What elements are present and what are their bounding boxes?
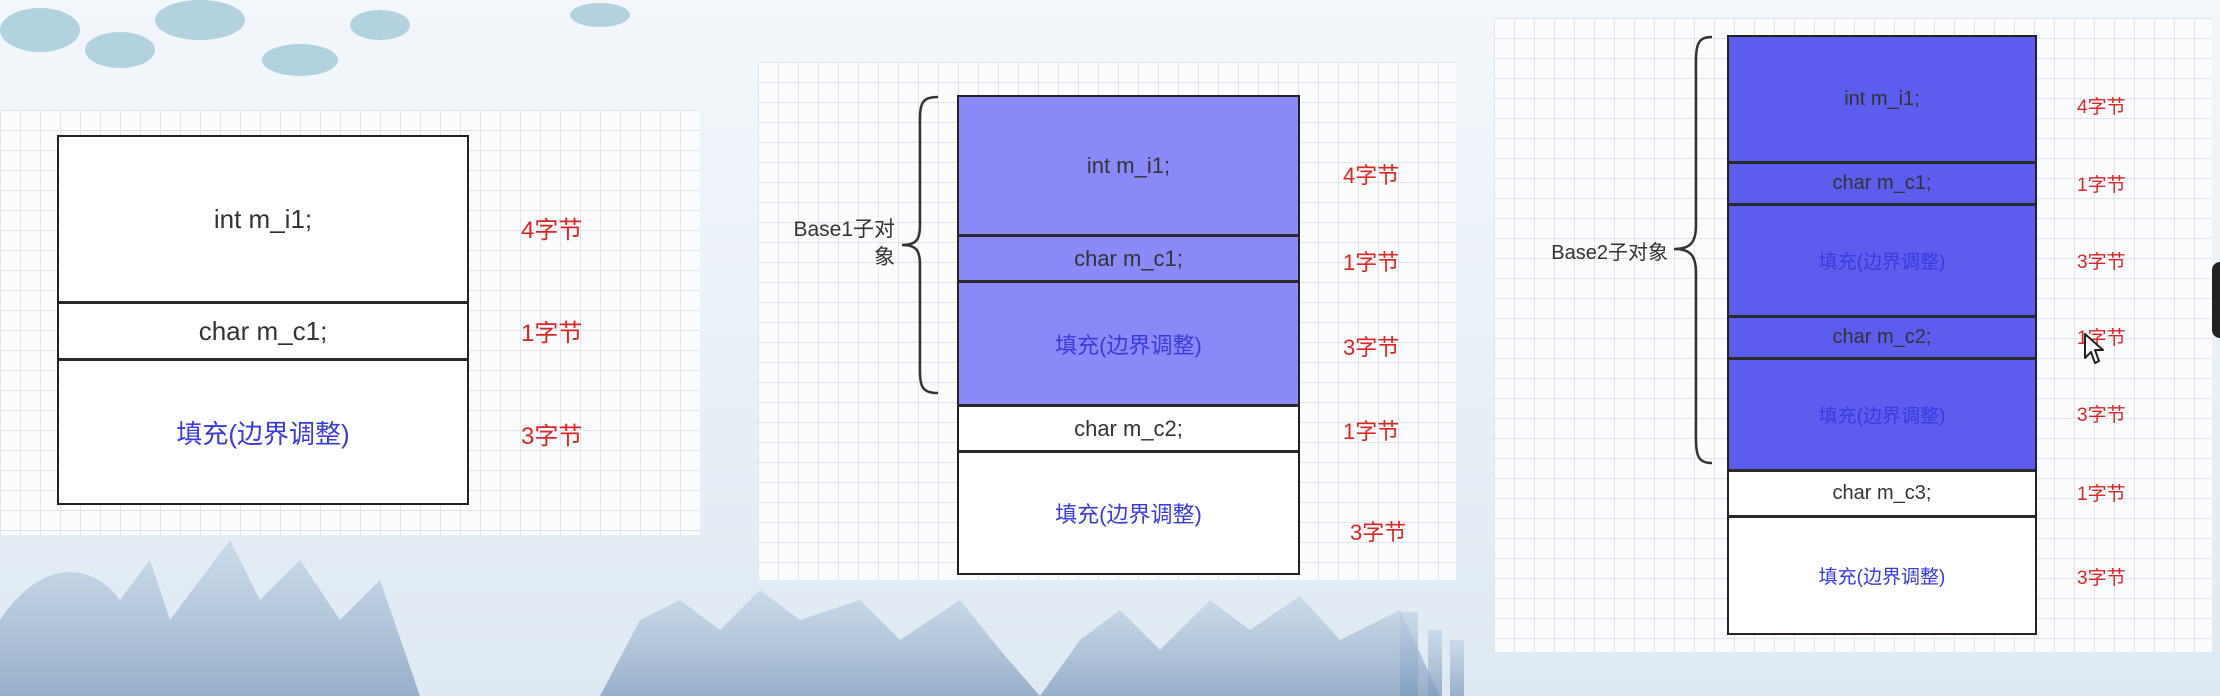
diagram2-group-label: Base1子对象	[793, 218, 895, 269]
diagram3-memory-box: int m_i1; char m_c1; 填充(边界调整) char m_c2;…	[1727, 35, 2037, 635]
diagram3-group-label: Base2子对象	[1551, 242, 1668, 264]
diagram3-size-char1: 1字节	[2077, 175, 2126, 196]
diagram3-size-padding1: 3字节	[2077, 252, 2126, 273]
diagram1-row-padding: 填充(边界调整)	[59, 358, 467, 503]
diagram2-row-padding2: 填充(边界调整)	[959, 450, 1298, 573]
diagram2-size-char1: 1字节	[1343, 250, 1400, 275]
diagram2-size-padding2: 3字节	[1350, 520, 1407, 545]
diagram3-size-char3: 1字节	[2077, 484, 2126, 505]
diagram2-row-char1: char m_c1;	[959, 234, 1298, 280]
diagram3-size-padding2: 3字节	[2077, 405, 2126, 426]
diagram1-row-int: int m_i1;	[213, 203, 313, 234]
mouse-cursor-icon	[2084, 333, 2104, 364]
diagram3-row-char3: char m_c3;	[1729, 469, 2035, 515]
edge-tab	[2212, 262, 2220, 338]
diagram2-size-int: 4字节	[1343, 163, 1400, 188]
diagram2-size-padding1: 3字节	[1343, 335, 1400, 360]
diagram2-row-int: int m_i1;	[959, 97, 1298, 234]
diagram3-size-int: 4字节	[2077, 97, 2126, 118]
diagram3-row-char1: char m_c1;	[1729, 161, 2035, 203]
diagram1-row-char: char m_c1;	[59, 301, 467, 358]
diagram1-memory-box: int m_i1; char m_c1; 填充(边界调整)	[57, 135, 469, 505]
diagram3-row-padding1: 填充(边界调整)	[1729, 203, 2035, 315]
diagram2-row-char2: char m_c2;	[959, 404, 1298, 450]
diagram1-size-char: 1字节	[521, 320, 583, 347]
diagram2-row-padding1: 填充(边界调整)	[959, 280, 1298, 404]
diagram2-size-char2: 1字节	[1343, 419, 1400, 444]
diagram3-size-padding3: 3字节	[2077, 568, 2126, 589]
diagram3-row-char2: char m_c2;	[1729, 315, 2035, 357]
diagram1-size-int: 4字节	[521, 217, 583, 244]
diagram3-row-padding2: 填充(边界调整)	[1729, 357, 2035, 469]
diagram3-brace	[1673, 35, 1713, 465]
diagram2-brace	[901, 95, 939, 395]
diagram1-size-padding: 3字节	[521, 423, 583, 450]
diagram2-memory-box: int m_i1; char m_c1; 填充(边界调整) char m_c2;…	[957, 95, 1300, 575]
diagram3-row-int: int m_i1;	[1729, 37, 2035, 161]
diagram3-row-padding3: 填充(边界调整)	[1729, 515, 2035, 633]
